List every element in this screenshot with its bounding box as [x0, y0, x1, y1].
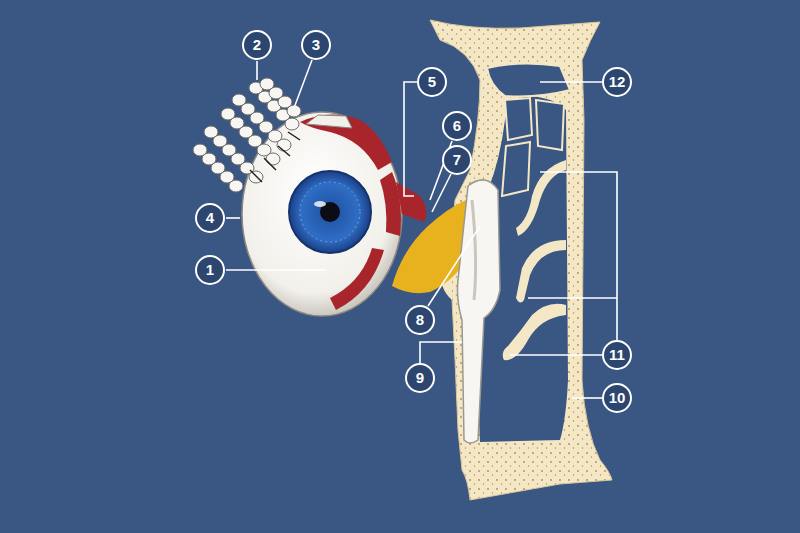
eyeball — [242, 112, 426, 316]
lacrimal-duct — [458, 180, 501, 443]
lacrimal-gland — [193, 78, 301, 192]
callout-number: 10 — [602, 383, 632, 413]
gland-lobule — [266, 153, 280, 165]
callout-number: 12 — [602, 67, 632, 97]
callout-number: 7 — [442, 145, 472, 175]
leader-lines — [226, 60, 617, 398]
callout-number: 8 — [405, 305, 435, 335]
gland-lobule — [229, 180, 243, 192]
gland-lobule — [249, 171, 263, 183]
callout-number: 4 — [195, 203, 225, 233]
callout-number: 11 — [602, 340, 632, 370]
callout-number: 6 — [442, 111, 472, 141]
gland-ducts — [250, 132, 300, 182]
callout-number: 3 — [301, 30, 331, 60]
gland-lobule — [285, 118, 299, 130]
gland-lobule — [277, 139, 291, 151]
callout-number: 9 — [405, 363, 435, 393]
callout-number: 1 — [195, 255, 225, 285]
callout-number: 5 — [417, 67, 447, 97]
callout-number: 2 — [242, 30, 272, 60]
